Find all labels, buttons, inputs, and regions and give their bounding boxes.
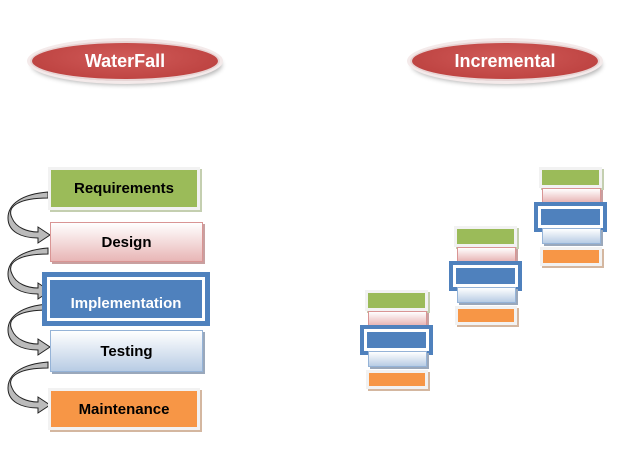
mini-light-block bbox=[368, 351, 427, 367]
mini-green-block bbox=[365, 290, 428, 311]
step-requirements: Requirements bbox=[48, 167, 200, 210]
incremental-title: Incremental bbox=[410, 41, 600, 81]
mini-orange-block bbox=[540, 247, 602, 266]
curved-arrow-icon bbox=[7, 361, 51, 414]
step-maintenance: Maintenance bbox=[48, 388, 200, 430]
curved-arrow-icon bbox=[7, 191, 51, 244]
mini-green-block bbox=[454, 226, 517, 247]
mini-pink-block bbox=[457, 247, 516, 262]
mini-green-block bbox=[539, 167, 602, 188]
curved-arrow-icon bbox=[7, 303, 51, 356]
step-design: Design bbox=[50, 222, 203, 262]
mini-pink-block bbox=[368, 311, 427, 326]
mini-pink-block bbox=[542, 188, 601, 203]
implementation-label: Implementation bbox=[70, 294, 182, 312]
mini-light-block bbox=[457, 287, 516, 303]
mini-orange-block bbox=[366, 370, 428, 389]
mini-orange-block bbox=[455, 306, 517, 325]
step-testing: Testing bbox=[50, 330, 203, 372]
mini-blue-block bbox=[449, 261, 522, 291]
flow-arrows bbox=[7, 191, 51, 414]
waterfall-title: WaterFall bbox=[30, 41, 220, 81]
mini-light-block bbox=[542, 228, 601, 244]
step-implementation: Implementation bbox=[42, 272, 210, 326]
mini-blue-block bbox=[360, 325, 433, 355]
